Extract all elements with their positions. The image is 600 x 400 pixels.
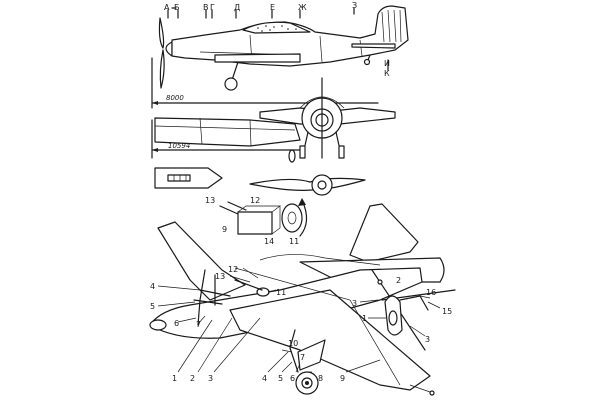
side-canopy: [242, 21, 311, 34]
detail-block: [237, 211, 273, 235]
callout-11b: 11: [276, 288, 286, 297]
length-value: 8000: [166, 94, 184, 102]
callout-9b: 9: [340, 374, 345, 383]
mark-d: Д: [234, 3, 240, 12]
side-wing: [214, 53, 301, 63]
far-wing: [157, 221, 246, 301]
wheel-fairing: [297, 339, 326, 371]
callout-5b: 5: [278, 374, 283, 383]
side-tail-wheel: [363, 58, 371, 66]
nose-spinner: [149, 319, 167, 331]
callout-4b: 4: [262, 374, 267, 383]
length-dimension: 8000: [151, 57, 379, 109]
side-spinner: [165, 41, 173, 57]
callout-6: 6: [174, 319, 179, 328]
section-ticks: [167, 7, 389, 71]
inset-callout-3: 3: [352, 299, 357, 308]
detail-mechanism: 13 12 9 14 11: [205, 196, 308, 246]
right-strut: [289, 329, 299, 373]
mark-g: Г: [210, 3, 215, 12]
side-propeller: [158, 17, 165, 49]
callout-11: 11: [289, 237, 299, 246]
callout-4: 4: [150, 282, 155, 291]
aileron-mark: [288, 149, 296, 163]
inset-callout-2: 2: [396, 276, 401, 285]
top-view: [154, 167, 366, 196]
callout-8: 8: [318, 374, 323, 383]
perspective-view: 4 13 12 5 6 7 11 1 2 3 10 4 5 6 7 8 9: [149, 203, 445, 396]
callout-2: 2: [190, 374, 195, 383]
left-strut: [197, 269, 216, 326]
wing-planform: [154, 117, 301, 147]
inset-callout-1: 1: [362, 314, 367, 323]
mark-z: З: [352, 1, 357, 10]
vertical-fin: [349, 203, 419, 263]
callout-13b: 13: [215, 272, 225, 281]
callout-12b: 12: [228, 265, 238, 274]
callout-3: 3: [208, 374, 213, 383]
wing-plan-view: 10594: [151, 117, 301, 163]
top-tailplane: [249, 177, 366, 191]
mark-k: К: [384, 69, 390, 78]
callout-1: 1: [172, 374, 177, 383]
front-view: [259, 77, 396, 159]
inset-callout-15: 15: [442, 307, 452, 316]
side-view: А Б В Г Д Е Ж З И К: [158, 1, 409, 91]
front-wheel-right: [338, 145, 345, 159]
canopy-dots: [257, 25, 297, 32]
inset-callout-3b: 3: [425, 335, 430, 344]
near-wing: [229, 289, 431, 391]
callout-6b: 6: [290, 374, 295, 383]
callout-7b: 7: [300, 353, 305, 362]
mark-v: В: [203, 3, 209, 12]
span-value: 10594: [168, 142, 190, 150]
front-wheel-left: [299, 145, 306, 159]
callout-10: 10: [288, 339, 298, 348]
mark-a: А: [164, 3, 170, 12]
callout-13: 13: [205, 196, 215, 205]
callout-9: 9: [222, 225, 227, 234]
side-main-wheel: [224, 77, 238, 91]
detail-pulley: [281, 203, 303, 233]
mark-zh: Ж: [298, 3, 307, 12]
callout-14: 14: [264, 237, 274, 246]
side-stabilizer: [351, 43, 396, 49]
mark-i: И: [384, 59, 390, 68]
inset-callout-16: 16: [426, 288, 436, 297]
mark-e: Е: [270, 3, 275, 12]
callout-12: 12: [250, 196, 260, 205]
callout-7: 7: [196, 320, 201, 329]
mark-b: Б: [174, 3, 180, 12]
side-main-gear-leg: [231, 61, 239, 81]
inset-mechanism: 3 2 1 16 15 3: [352, 269, 456, 351]
control-line: [409, 384, 431, 393]
callout-5: 5: [150, 302, 155, 311]
side-propeller-lower: [159, 49, 165, 89]
